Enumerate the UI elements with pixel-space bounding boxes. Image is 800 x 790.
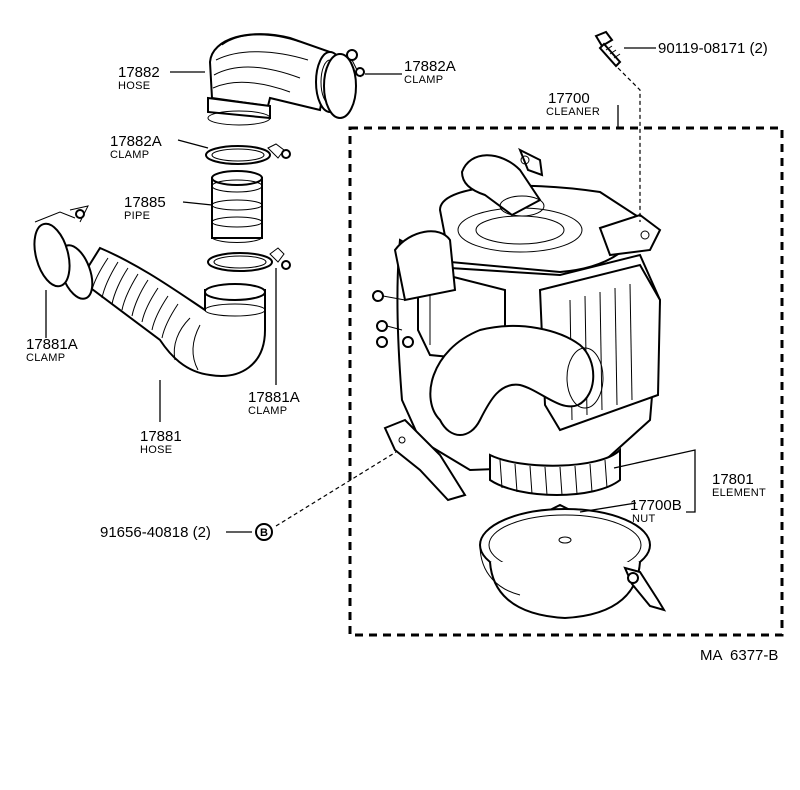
label-cleaner: 17700 CLEANER <box>546 90 600 118</box>
label-nut: 17700B NUT <box>630 497 682 525</box>
fastener-tag-b: B <box>255 523 273 541</box>
hose-lower-number: 17881 <box>140 428 182 445</box>
cleaner-number: 17700 <box>548 90 590 107</box>
cleaner-name: CLEANER <box>546 106 600 118</box>
label-hose-lower: 17881 HOSE <box>140 428 182 456</box>
clamp-lower-right-name: CLAMP <box>248 405 287 417</box>
label-clamp-lower-right: 17881A CLAMP <box>248 389 300 417</box>
cleaner-assembly-boundary <box>348 126 784 637</box>
pipe-drawing <box>211 170 263 243</box>
pipe-name: PIPE <box>124 210 150 222</box>
bolt-top-number: 90119-08171 (2) <box>658 40 768 57</box>
clamp-lower-right-number: 17881A <box>248 389 300 406</box>
label-clamp-upper-right: 17882A CLAMP <box>404 58 456 86</box>
clamp-upper-left-number: 17882A <box>110 133 162 150</box>
label-bolt-top: 90119-08171 (2) <box>658 40 768 57</box>
clamp-upper-right-name: CLAMP <box>404 74 443 86</box>
bolt-left-number: 91656-40818 (2) <box>100 524 211 541</box>
leader-lines <box>45 47 696 533</box>
fastener-tag-label: B <box>260 527 268 539</box>
hose-upper-name: HOSE <box>118 80 150 92</box>
clamp-upper-right-number: 17882A <box>404 58 456 75</box>
top-bolt-drawing <box>594 30 622 68</box>
clamp-lower-left-name: CLAMP <box>26 352 65 364</box>
clamp-upper-left-name: CLAMP <box>110 149 149 161</box>
clamp-lower-left-drawing <box>33 205 89 288</box>
upper-hose-drawing <box>207 33 345 126</box>
lower-hose-drawing <box>58 244 266 377</box>
label-hose-upper: 17882 HOSE <box>118 64 160 92</box>
hose-upper-number: 17882 <box>118 64 160 81</box>
label-drawing-code: MA 6377-B <box>700 647 778 664</box>
clamp-lower-left-number: 17881A <box>26 336 78 353</box>
label-bolt-left: 91656-40818 (2) <box>100 524 211 541</box>
clamp-upper-right-drawing <box>323 49 365 119</box>
label-element: 17801 ELEMENT <box>712 471 766 499</box>
element-name: ELEMENT <box>712 487 766 499</box>
pipe-number: 17885 <box>124 194 166 211</box>
nut-name: NUT <box>632 513 656 525</box>
air-cleaner-drawing <box>372 147 667 620</box>
label-clamp-lower-left: 17881A CLAMP <box>26 336 78 364</box>
element-number: 17801 <box>712 471 754 488</box>
label-pipe: 17885 PIPE <box>124 194 166 222</box>
hose-lower-name: HOSE <box>140 444 172 456</box>
drawing-code: MA 6377-B <box>700 647 778 664</box>
nut-number: 17700B <box>630 497 682 514</box>
label-clamp-upper-left: 17882A CLAMP <box>110 133 162 161</box>
clamp-upper-left-drawing <box>205 143 291 165</box>
clamp-mid-ring-drawing <box>207 247 291 272</box>
